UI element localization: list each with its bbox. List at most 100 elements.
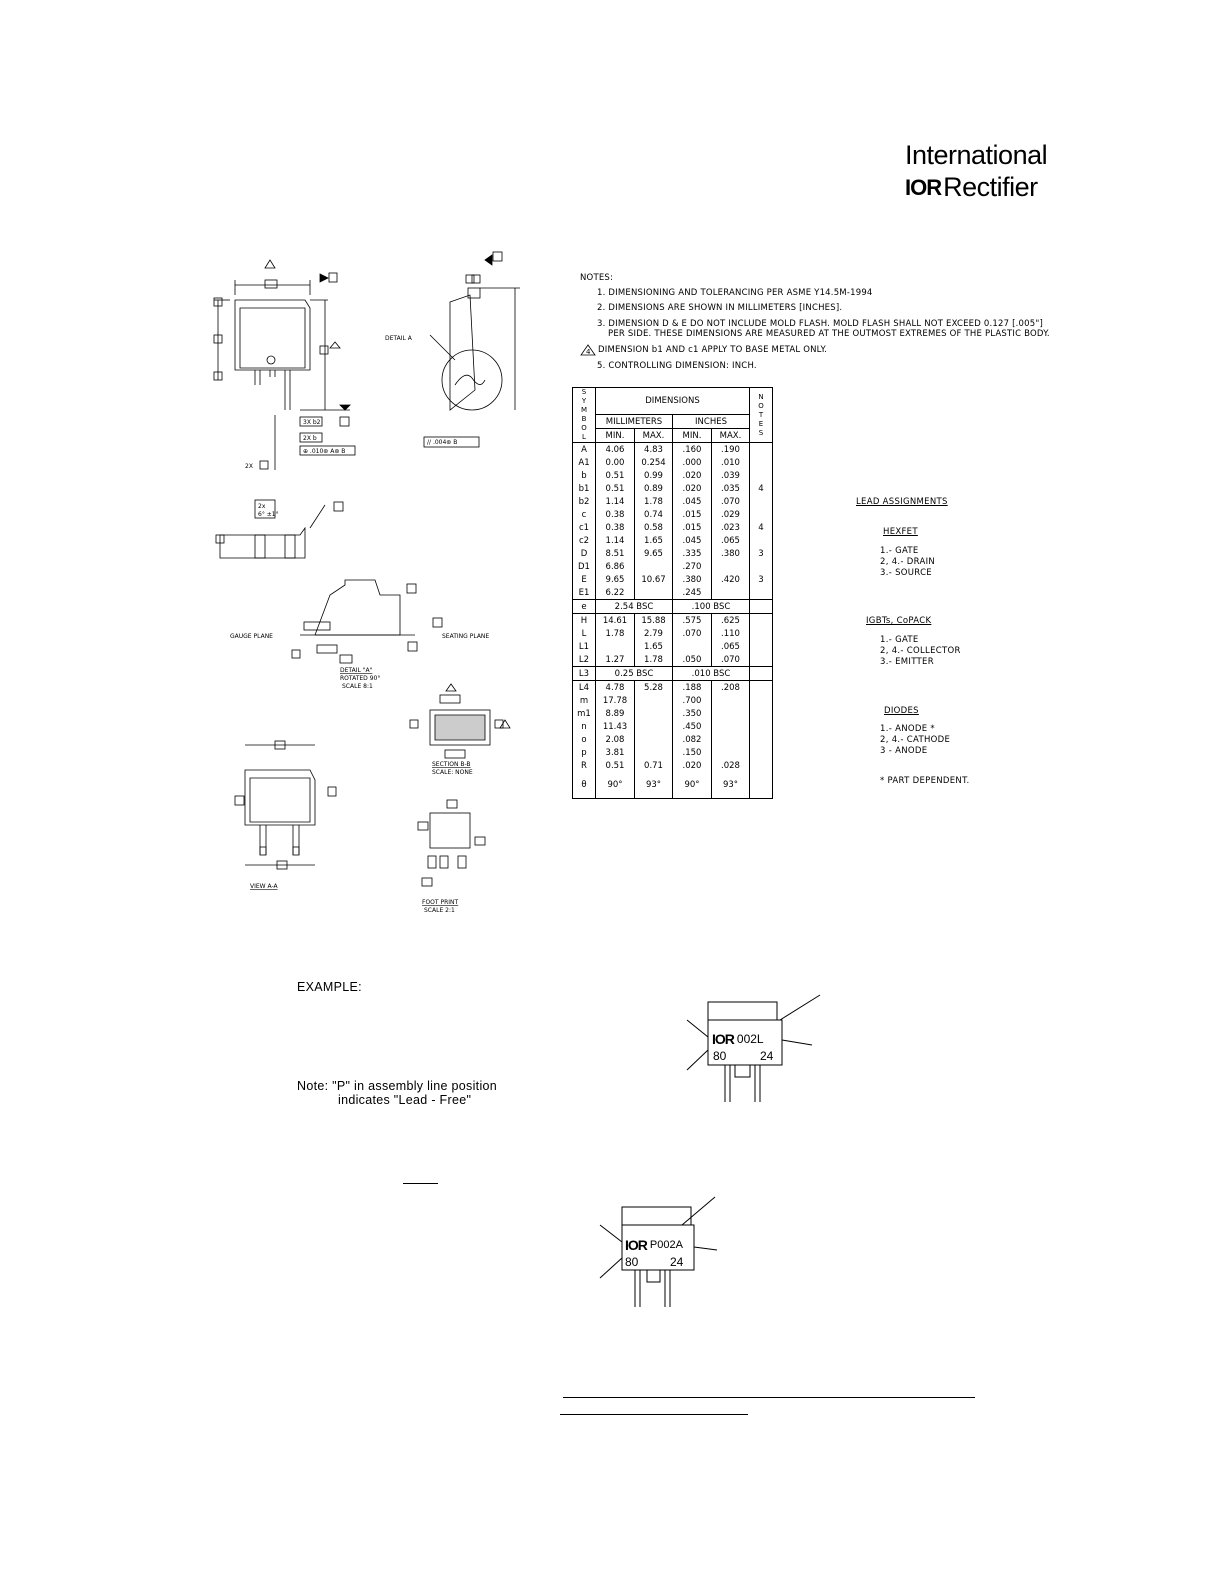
- note-3: 3. DIMENSION D & E DO NOT INCLUDE MOLD F…: [597, 318, 1043, 329]
- table-cell: .350: [672, 707, 712, 720]
- table-cell: .245: [672, 586, 712, 600]
- seating-plane-label: SEATING PLANE: [442, 633, 489, 640]
- table-cell: [749, 495, 773, 508]
- lead-free-note-1: Note: "P" in assembly line position: [297, 1079, 498, 1093]
- table-cell: [711, 586, 750, 600]
- table-cell: .188: [672, 680, 712, 694]
- hexfet-title: HEXFET: [883, 527, 918, 537]
- lead-free-note-2: indicates "Lead - Free": [338, 1093, 472, 1107]
- scale-2-1-label: SCALE 2:1: [424, 907, 455, 914]
- table-cell: 17.78: [595, 694, 635, 707]
- svg-text:2X: 2X: [245, 463, 253, 470]
- table-cell: R: [572, 759, 596, 772]
- lead-assignments-title: LEAD ASSIGNMENTS: [856, 497, 948, 507]
- svg-text:// .004⊛ B: // .004⊛ B: [427, 439, 457, 446]
- table-cell: [634, 720, 673, 733]
- table-cell: .028: [711, 759, 750, 772]
- table-cell: .039: [711, 469, 750, 482]
- scale-none-label: SCALE: NONE: [432, 769, 473, 776]
- note-3-cont: PER SIDE. THESE DIMENSIONS ARE MEASURED …: [608, 328, 1050, 339]
- table-cell: 1.78: [634, 653, 673, 667]
- notes-title: NOTES:: [580, 273, 614, 283]
- table-cell: 0.89: [634, 482, 673, 495]
- package-1-ior-logo: IOR: [712, 1031, 735, 1047]
- in-header: INCHES: [672, 414, 750, 429]
- table-cell: [634, 746, 673, 759]
- table-cell: m: [572, 694, 596, 707]
- package-1-outline: [686, 994, 821, 1102]
- table-cell: 0.71: [634, 759, 673, 772]
- table-cell: 4: [749, 521, 773, 534]
- table-cell: 9.65: [595, 573, 635, 586]
- package-2-code: P002A: [649, 1239, 683, 1251]
- table-cell: [672, 640, 712, 653]
- table-cell: L2: [572, 653, 596, 667]
- igbt-title: IGBTs, CoPACK: [866, 616, 932, 626]
- table-cell: 90°: [595, 772, 635, 799]
- logo-rectifier: IOR Rectifier: [905, 172, 1038, 203]
- table-cell: [634, 560, 673, 573]
- table-cell: .082: [672, 733, 712, 746]
- table-cell: E: [572, 573, 596, 586]
- table-cell: 0.99: [634, 469, 673, 482]
- table-cell: b: [572, 469, 596, 482]
- table-cell: 10.67: [634, 573, 673, 586]
- table-cell: [749, 469, 773, 482]
- table-cell: 15.88: [634, 613, 673, 627]
- table-cell: 0.38: [595, 521, 635, 534]
- notes-block: NOTES: 1. DIMENSIONING AND TOLERANCING P…: [580, 273, 1050, 376]
- package-1-right-code: 24: [760, 1049, 774, 1063]
- table-cell: .010 BSC: [672, 666, 750, 681]
- table-cell: 3: [749, 573, 773, 586]
- table-cell: 1.14: [595, 495, 635, 508]
- dimensions-header: DIMENSIONS: [595, 387, 750, 415]
- table-cell: .020: [672, 759, 712, 772]
- note-4: 4 DIMENSION b1 AND c1 APPLY TO BASE META…: [580, 344, 1050, 356]
- ior-logo-mark: IOR: [905, 174, 942, 200]
- table-cell: [749, 640, 773, 653]
- table-cell: .070: [711, 495, 750, 508]
- detail-a-label: DETAIL "A": [340, 667, 373, 674]
- table-cell: 0.00: [595, 456, 635, 469]
- foot-print-label: FOOT PRINT: [422, 899, 459, 906]
- table-cell: L4: [572, 680, 596, 694]
- table-cell: [749, 627, 773, 640]
- table-cell: .190: [711, 442, 750, 456]
- table-cell: 4.83: [634, 442, 673, 456]
- table-cell: [749, 707, 773, 720]
- table-cell: .160: [672, 442, 712, 456]
- table-cell: .420: [711, 573, 750, 586]
- table-cell: [711, 694, 750, 707]
- table-cell: n: [572, 720, 596, 733]
- table-cell: 1.78: [634, 495, 673, 508]
- divider-short: [403, 1183, 438, 1184]
- table-cell: e: [572, 599, 596, 614]
- table-cell: [749, 733, 773, 746]
- section-bb-label: SECTION B-B: [432, 761, 471, 768]
- table-cell: E1: [572, 586, 596, 600]
- table-cell: 0.51: [595, 469, 635, 482]
- table-cell: [634, 586, 673, 600]
- table-cell: 1.65: [634, 534, 673, 547]
- table-cell: .015: [672, 521, 712, 534]
- table-cell: 1.14: [595, 534, 635, 547]
- table-cell: 5.28: [634, 680, 673, 694]
- table-cell: D1: [572, 560, 596, 573]
- table-cell: .380: [711, 547, 750, 560]
- table-cell: 1.78: [595, 627, 635, 640]
- table-cell: [749, 746, 773, 759]
- table-cell: .010: [711, 456, 750, 469]
- table-cell: 93°: [711, 772, 750, 799]
- table-cell: 1.65: [634, 640, 673, 653]
- table-cell: 9.65: [634, 547, 673, 560]
